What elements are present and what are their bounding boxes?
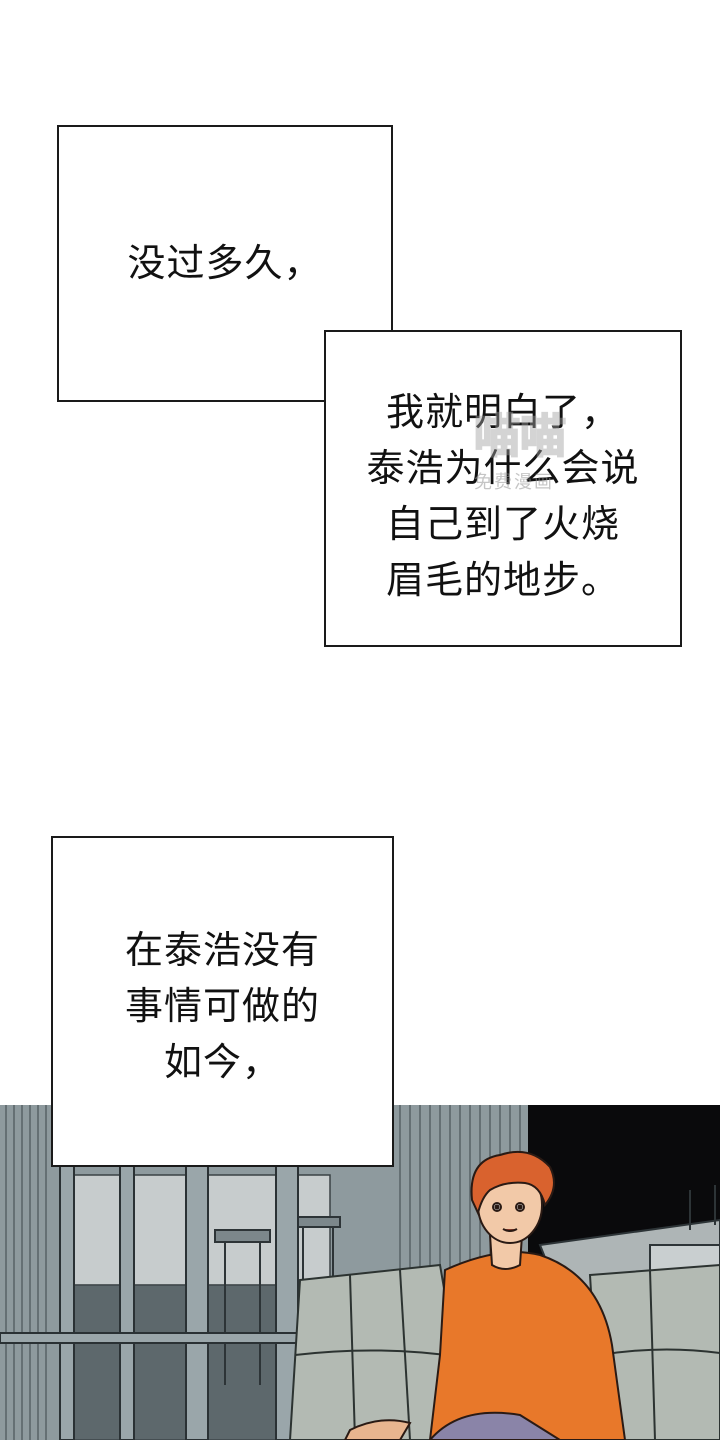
caption-box-3: 在泰浩没有 事情可做的 如今， — [51, 836, 394, 1167]
watermark-logo-icon: 喵喵 — [473, 408, 567, 464]
caption-text-2: 我就明白了， 泰浩为什么会说 自己到了火烧 眉毛的地步。 — [366, 390, 640, 602]
caption-text-3: 在泰浩没有 事情可做的 如今， — [124, 928, 320, 1084]
sofa — [288, 1263, 720, 1440]
svg-text:喵喵: 喵喵 — [474, 409, 566, 463]
caption-box-1: 没过多久， — [57, 125, 393, 402]
character — [343, 1151, 627, 1440]
caption-box-2: 我就明白了， 泰浩为什么会说 自己到了火烧 眉毛的地步。 — [324, 330, 682, 647]
caption-text-1: 没过多久， — [127, 241, 323, 285]
caption-join — [326, 332, 391, 400]
partition-bars — [0, 1105, 301, 1440]
watermark-text: 免费漫画 — [474, 472, 554, 493]
